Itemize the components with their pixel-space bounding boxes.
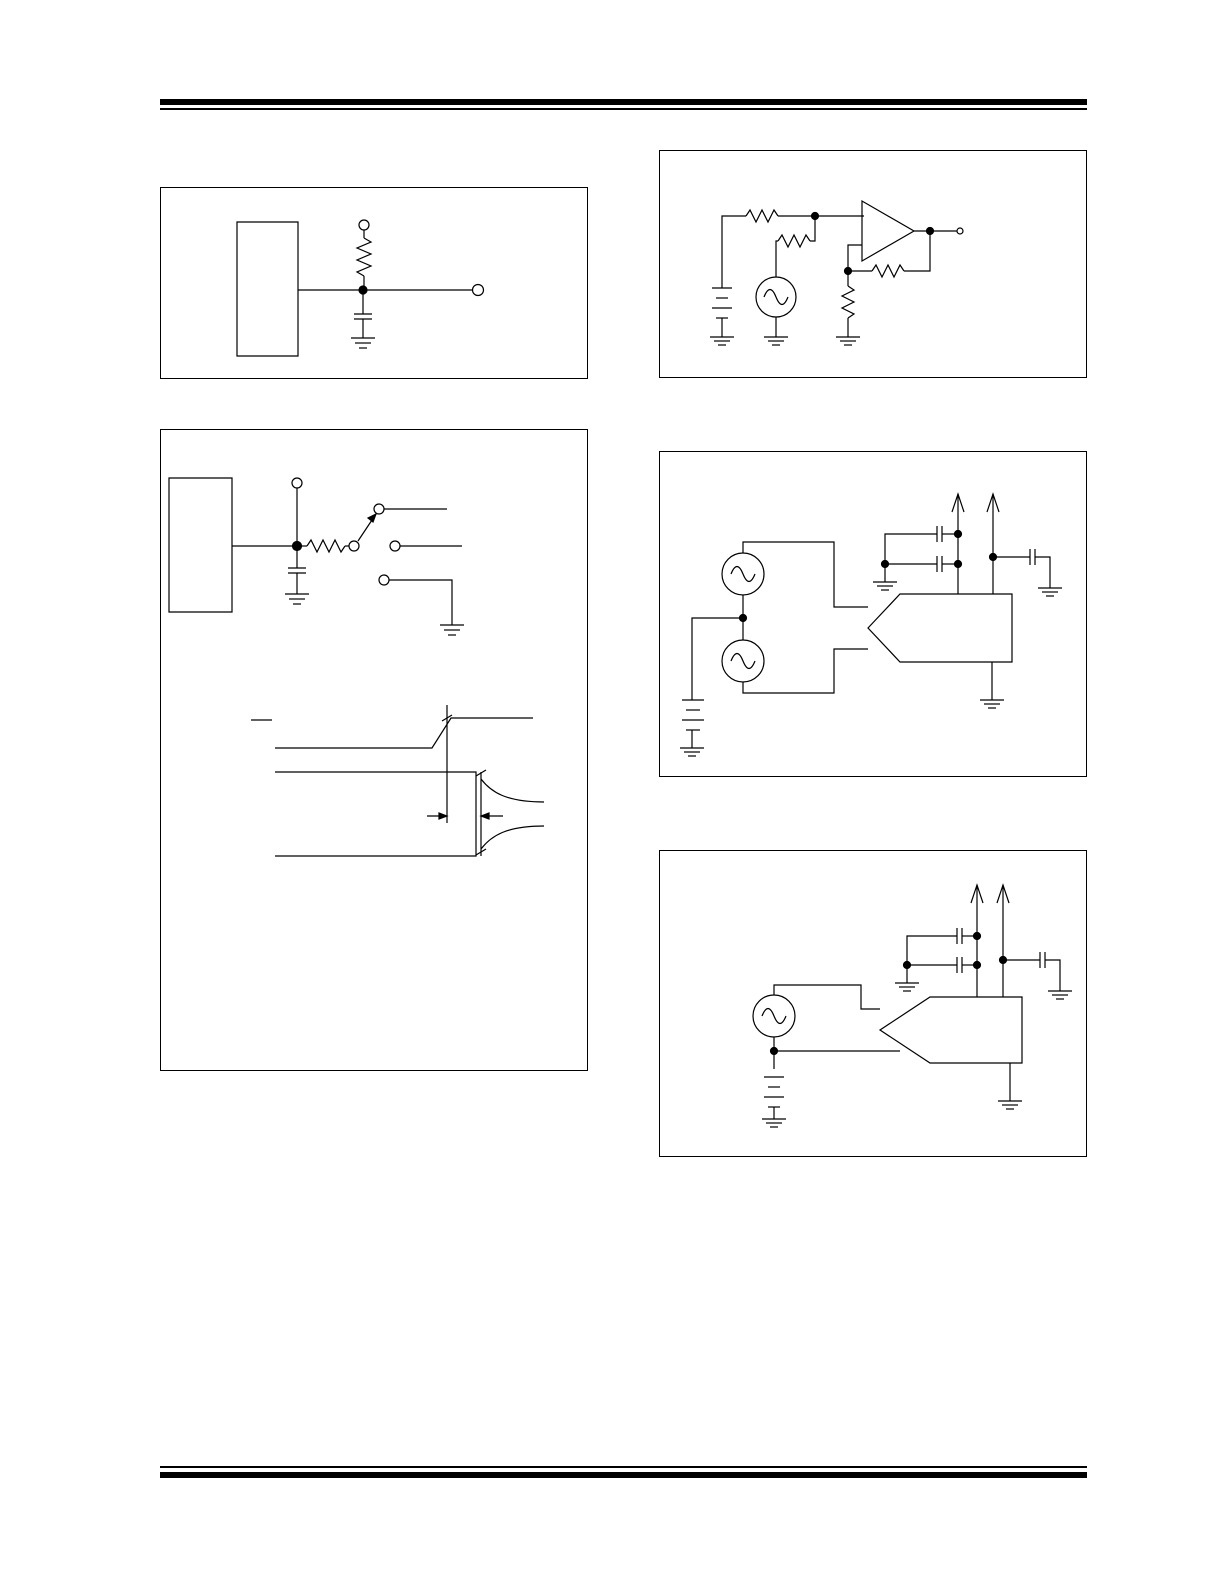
decay-curve-upper: [481, 779, 544, 802]
opamp-schematic: [660, 151, 1088, 379]
feedback-resistor: [872, 265, 904, 277]
input-resistor: [746, 210, 778, 222]
opamp-triangle: [862, 201, 914, 261]
figure-differential-input: [659, 451, 1087, 777]
supply-terminal: [359, 220, 369, 230]
switch-contact-2: [390, 541, 400, 551]
output-terminal: [957, 228, 963, 234]
header-rule-thick: [160, 99, 1087, 105]
rise-curve-lower: [481, 826, 544, 849]
timing-trace-control: [275, 718, 533, 748]
footer-rule-thick: [160, 1472, 1087, 1478]
source-resistor: [778, 235, 810, 247]
ground-resistor: [842, 286, 854, 318]
output-terminal: [473, 285, 484, 296]
switch-pivot: [349, 541, 359, 551]
single-ended-schematic: [660, 851, 1088, 1158]
differential-schematic: [660, 452, 1088, 778]
figure-switch-timing: [160, 429, 588, 1071]
switch-contact-3: [379, 575, 389, 585]
ac-source-wave: [764, 290, 788, 305]
header-rule-thin: [160, 108, 1087, 110]
switch-timing-schematic: [161, 430, 589, 1072]
figure-opamp-circuit: [659, 150, 1087, 378]
series-resistor: [307, 540, 345, 552]
device-block: [169, 478, 232, 612]
footer-rule-thin: [160, 1466, 1087, 1468]
rc-input-schematic: [161, 188, 589, 380]
adc-block: [868, 594, 1012, 662]
pullup-resistor: [357, 238, 371, 276]
adc-block: [880, 997, 1022, 1063]
junction-dot: [359, 286, 367, 294]
device-block: [237, 222, 298, 356]
timing-trace-output: [275, 772, 476, 856]
figure-single-ended-input: [659, 850, 1087, 1157]
switch-contact-1: [374, 504, 384, 514]
supply-terminal: [292, 478, 302, 488]
figure-rc-input-circuit: [160, 187, 588, 379]
